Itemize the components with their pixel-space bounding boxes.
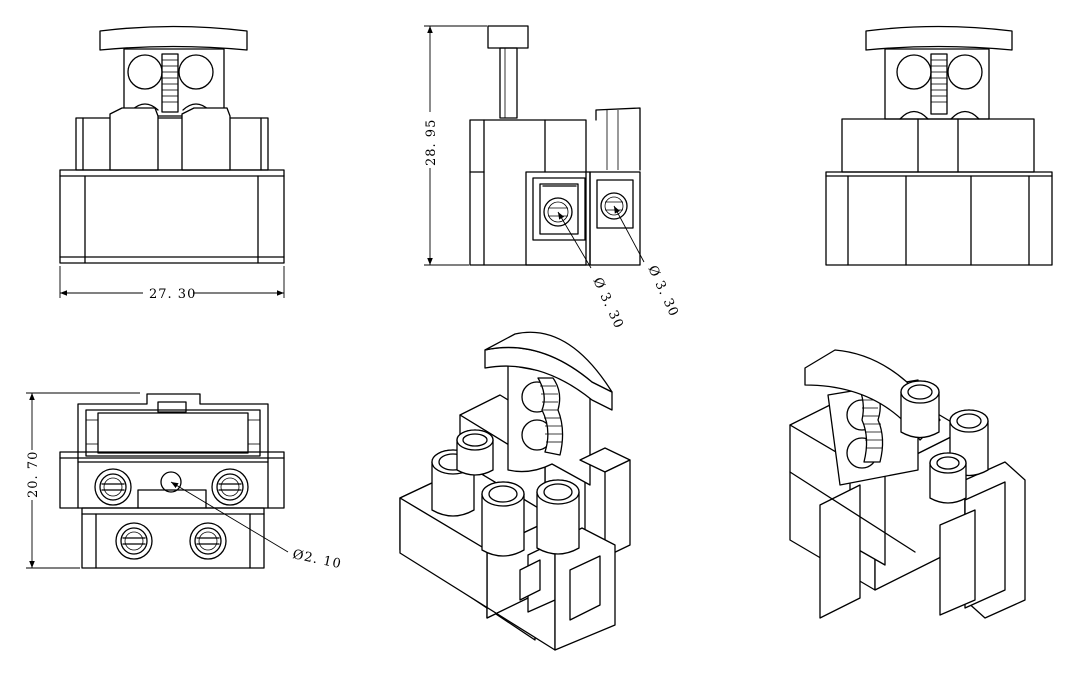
rear-view — [825, 25, 1053, 266]
iso-rear-post-1 — [900, 380, 940, 439]
iso-front-post-4 — [536, 479, 580, 555]
top-screw-2 — [211, 468, 249, 506]
iso-front-post-3 — [481, 481, 525, 557]
top-view: 20. 70 Ø2. 10 — [26, 392, 343, 572]
iso-front-post-2 — [456, 429, 494, 476]
iso-rear-post-3 — [929, 452, 967, 504]
pin-hole-dimension: Ø2. 10 — [291, 547, 343, 572]
front-view: 27. 30 — [59, 25, 285, 302]
screw-hole-left-dimension: Ø 3. 30 — [589, 275, 626, 331]
screw-hole-right-dimension: Ø 3. 30 — [644, 263, 681, 319]
isometric-view-front — [399, 331, 631, 651]
top-screw-1 — [94, 468, 132, 506]
side-view: 28. 95 Ø 3. 30 Ø 3. 30 — [424, 25, 681, 331]
top-screw-3 — [115, 522, 153, 560]
width-dimension: 27. 30 — [149, 287, 196, 302]
height-dimension: 28. 95 — [424, 119, 439, 166]
isometric-view-rear — [789, 349, 1026, 619]
depth-dimension: 20. 70 — [26, 451, 41, 498]
top-screw-4 — [189, 522, 227, 560]
